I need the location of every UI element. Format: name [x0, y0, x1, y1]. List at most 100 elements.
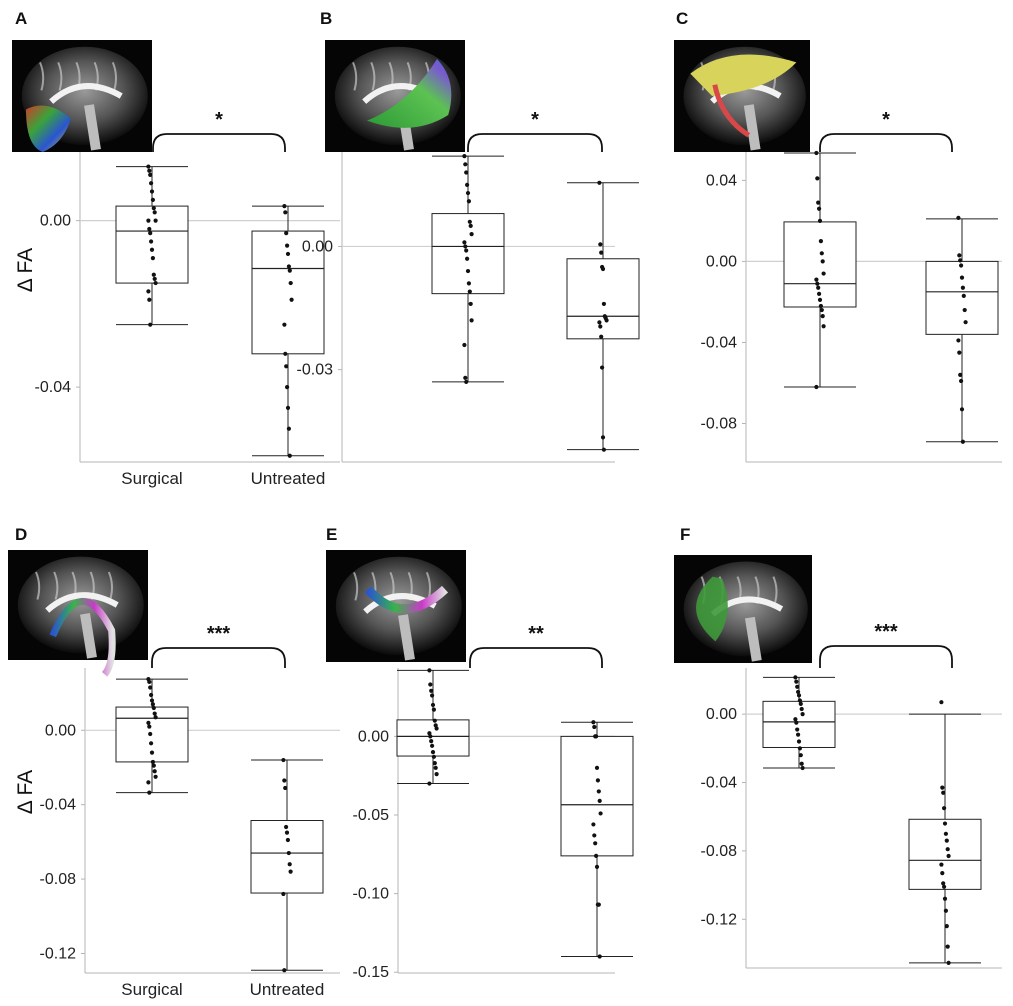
brain-mri-sagittal-icon: [674, 555, 812, 663]
x-category-label: Untreated: [251, 469, 326, 488]
data-point: [793, 675, 798, 680]
y-tick-label: -0.12: [40, 945, 77, 962]
data-point: [152, 276, 157, 282]
data-point: [946, 853, 951, 859]
data-point: [942, 806, 947, 811]
panel-letter: C: [676, 9, 688, 28]
data-point: [427, 781, 432, 786]
data-point: [430, 702, 436, 708]
significance-bracket: [152, 133, 286, 152]
data-point: [467, 289, 472, 294]
data-point: [942, 821, 948, 826]
data-point: [281, 891, 286, 897]
data-point: [286, 264, 291, 269]
data-point: [596, 902, 601, 907]
iqr-box: [566, 258, 640, 340]
data-point: [794, 679, 799, 684]
data-point: [816, 285, 821, 290]
data-point: [595, 778, 601, 783]
data-point: [795, 727, 800, 732]
data-point: [793, 717, 798, 722]
significance-label: ***: [207, 623, 231, 645]
data-point: [282, 968, 287, 973]
iqr-box: [431, 213, 505, 295]
data-point: [795, 684, 800, 689]
data-point: [428, 682, 433, 687]
data-point: [796, 693, 802, 698]
boxplot-untreated: [925, 215, 999, 444]
y-tick-label: 0.00: [302, 238, 333, 255]
data-point: [591, 720, 596, 725]
boxplot-surgical: [762, 675, 836, 771]
data-point: [796, 739, 802, 744]
data-point: [599, 250, 604, 255]
iqr-box: [925, 260, 999, 335]
data-point: [592, 724, 597, 730]
data-point: [429, 739, 434, 744]
data-point: [600, 365, 605, 370]
data-point: [597, 798, 602, 803]
data-point: [815, 281, 820, 286]
data-point: [818, 239, 824, 244]
data-point: [600, 266, 606, 272]
data-point: [958, 372, 963, 377]
data-point: [434, 726, 439, 731]
data-point: [959, 263, 964, 268]
data-point: [427, 668, 432, 673]
iqr-box: [115, 205, 189, 284]
significance-bracket: [819, 133, 953, 152]
data-point: [800, 712, 805, 717]
significance-label: *: [215, 109, 223, 131]
panel-b: B*0.00-0.03: [297, 9, 640, 463]
data-point: [148, 731, 153, 737]
data-point: [285, 405, 291, 411]
iqr-box: [908, 818, 982, 890]
data-point: [464, 170, 469, 175]
data-point: [943, 908, 949, 913]
data-point: [432, 761, 437, 766]
data-point: [466, 199, 471, 204]
data-point: [820, 314, 825, 319]
boxplot-untreated: [566, 180, 640, 452]
data-point: [798, 753, 803, 758]
x-category-label: Untreated: [250, 980, 325, 999]
data-point: [149, 698, 155, 703]
data-point: [799, 761, 804, 766]
data-point: [796, 732, 801, 737]
data-point: [821, 324, 826, 329]
data-point: [594, 864, 600, 869]
data-point: [151, 272, 156, 277]
data-point: [959, 407, 965, 412]
data-point: [153, 715, 158, 720]
data-point: [149, 750, 155, 755]
data-point: [591, 822, 596, 827]
y-tick-label: -0.12: [701, 911, 738, 928]
data-point: [149, 239, 154, 244]
data-point: [942, 884, 947, 889]
data-point: [819, 307, 824, 313]
y-tick-label: 0.00: [40, 213, 71, 230]
boxplot-surgical: [431, 154, 505, 385]
y-tick-label: -0.04: [35, 379, 72, 396]
significance-bracket: [819, 645, 953, 668]
y-tick-label: -0.04: [701, 775, 738, 792]
data-point: [958, 258, 963, 263]
data-point: [466, 281, 471, 286]
y-tick-label: -0.03: [297, 362, 334, 379]
data-point: [945, 944, 950, 949]
data-point: [283, 351, 288, 356]
data-point: [147, 679, 152, 685]
data-point: [798, 701, 803, 706]
data-point: [282, 322, 287, 327]
data-point: [287, 862, 292, 867]
brain-mri-sagittal-icon: [12, 40, 152, 152]
data-point: [147, 724, 152, 729]
data-point: [594, 765, 600, 770]
data-point: [284, 830, 290, 835]
data-point: [430, 743, 435, 748]
boxplot-untreated: [560, 720, 634, 959]
data-point: [593, 841, 598, 846]
data-point: [600, 435, 606, 440]
